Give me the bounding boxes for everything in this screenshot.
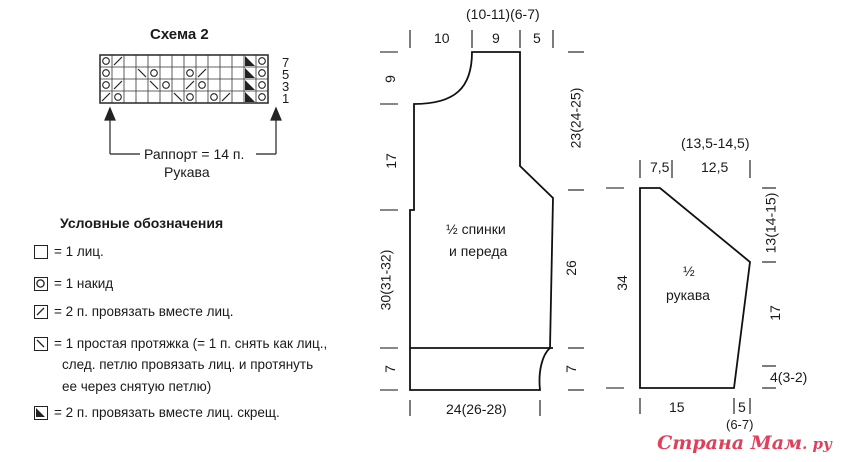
legend-item-yarn-over: = 1 накид [34,273,113,295]
chart-yarn-over-symbol [186,93,194,101]
sleeve-bottom-dim: 15 [669,399,685,415]
chart-yarn-over-symbol [210,93,218,101]
empty-square-icon [34,245,48,259]
body-dimension-ticks [380,30,584,416]
sleeve-top-dim: 12,5 [701,159,729,175]
sleeve-piece-outline [639,187,751,389]
sleeve-bottom-sub: (6-7) [726,417,754,432]
chart-title: Схема 2 [150,26,209,43]
row-number: 7 [282,55,290,70]
body-label: ½ спинки [446,221,506,237]
row-number: 3 [282,79,290,94]
legend-continuation: след. петлю провязать лиц. и протянуть [62,357,314,372]
sleeve-left-dim: 34 [613,275,630,291]
sleeve-label: рукава [666,287,710,303]
body-right-dim: 23(24-25) [567,87,584,149]
body-top-dim: 9 [492,30,500,46]
body-top-header: (10-11)(6-7) [466,6,540,22]
chart-k2tog-symbol [221,92,231,102]
legend-title: Условные обозначения [60,215,224,231]
chart-yarn-over-symbol [258,93,266,101]
chart-yarn-over-symbol [162,81,170,89]
row-number: 5 [282,67,290,82]
chart-k2tog-symbol [197,68,207,78]
body-label: и переда [449,243,508,259]
body-piece-outline [409,51,554,391]
chart-yarn-over-symbol [102,57,110,65]
chart-skp-symbol [173,92,183,102]
chart-k2tog-tbl-symbol [245,56,255,66]
chart-k2tog-tbl-symbol [245,68,255,78]
legend-item-knit: = 1 лиц. [34,241,104,263]
rapport-bracket [104,106,282,155]
chart-yarn-over-symbol [258,57,266,65]
body-bottom-dim: 24(26-28) [446,401,507,417]
chart-yarn-over-symbol [186,69,194,77]
chart-yarn-over-symbol [102,81,110,89]
sleeve-top-header: (13,5-14,5) [681,135,750,151]
sleeve-bottom-dim: 5 [738,399,746,415]
circle-yarn-over-icon [34,277,48,291]
chart-yarn-over-symbol [198,81,206,89]
site-watermark: Страна Мам. ру [657,432,832,454]
sleeve-top-dim: 7,5 [650,159,670,175]
legend-item-k2tog: = 2 п. провязать вместе лиц. [34,301,233,323]
body-left-dim: 30(31-32) [377,249,394,311]
slash-right-icon [34,305,48,319]
chart-k2tog-tbl-symbol [245,92,255,102]
body-right-dim: 7 [562,365,579,373]
slash-left-icon [34,337,48,351]
chart-symbols [101,56,266,102]
sleeve-right-dim: 17 [766,305,783,321]
chart-yarn-over-symbol [102,69,110,77]
chart-yarn-over-symbol [258,81,266,89]
chart-k2tog-symbol [113,80,123,90]
sleeve-dimension-ticks [606,160,776,414]
legend-item-skp: = 1 простая протяжка (= 1 п. снять как л… [34,333,327,355]
chart-yarn-over-symbol [114,93,122,101]
sleeves-label: Рукава [164,164,210,180]
body-left-dim: 9 [381,75,398,83]
chart-skp-symbol [149,80,159,90]
body-right-dim: 26 [562,260,579,276]
sleeve-right-dim: 13(14-15) [762,192,779,254]
chart-k2tog-symbol [113,56,123,66]
rapport-label: Раппорт = 14 п. [140,146,249,162]
chart-skp-symbol [137,68,147,78]
body-top-dim: 5 [533,30,541,46]
chart-yarn-over-symbol [150,69,158,77]
body-left-dim: 7 [381,365,398,373]
sleeve-right-dim: 4(3-2) [770,369,808,385]
legend-item-k2tog-tbl: = 2 п. провязать вместе лиц. скрещ. [34,402,280,424]
row-number: 1 [282,91,290,106]
chart-k2tog-tbl-symbol [245,80,255,90]
chart-k2tog-symbol [185,80,195,90]
knitting-chart-grid [99,54,269,104]
sleeve-label: ½ [683,263,695,279]
legend-continuation: ее через снятую петлю) [62,379,212,394]
body-left-dim: 17 [382,153,399,169]
chart-yarn-over-symbol [258,69,266,77]
chart-k2tog-symbol [101,92,111,102]
filled-triangle-icon [34,406,48,420]
body-top-dim: 10 [434,30,450,46]
